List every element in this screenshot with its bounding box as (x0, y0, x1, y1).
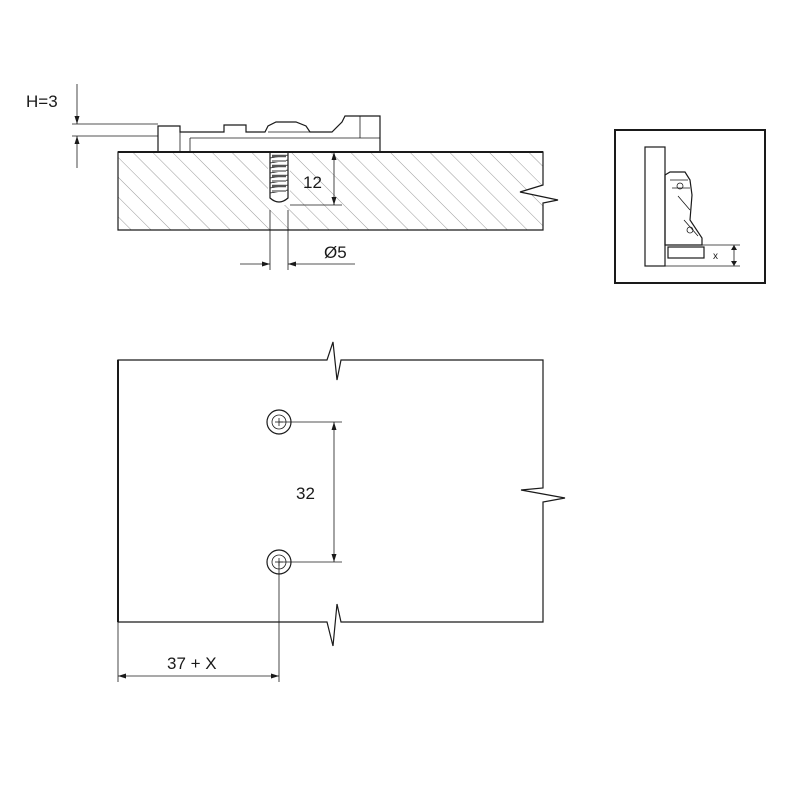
diameter-dimension: Ø5 (240, 210, 355, 270)
inset-frame (614, 129, 766, 284)
inset-x-label: x (713, 251, 718, 262)
mounting-plate (157, 115, 381, 153)
hole-spacing-dimension: 32 (279, 421, 342, 563)
depth-dimension: 12 (290, 152, 342, 206)
height-label: H=3 (26, 92, 58, 111)
inset-door (644, 146, 666, 267)
hinge-inset: x (614, 129, 766, 284)
offset-label: 37 + X (167, 654, 217, 673)
board-hatching (118, 152, 558, 230)
depth-label: 12 (303, 173, 322, 192)
panel-outline (117, 341, 566, 647)
spacing-label: 32 (296, 484, 315, 503)
height-dimension: H=3 (26, 84, 158, 168)
diameter-label: Ø5 (324, 243, 347, 262)
board-outline (117, 151, 559, 231)
front-view: 32 37 + X (117, 341, 566, 682)
inset-plate (667, 246, 705, 259)
edge-offset-dimension: 37 + X (117, 562, 280, 682)
side-view: H=3 12 Ø5 (26, 84, 559, 270)
screw-thread (269, 152, 289, 203)
